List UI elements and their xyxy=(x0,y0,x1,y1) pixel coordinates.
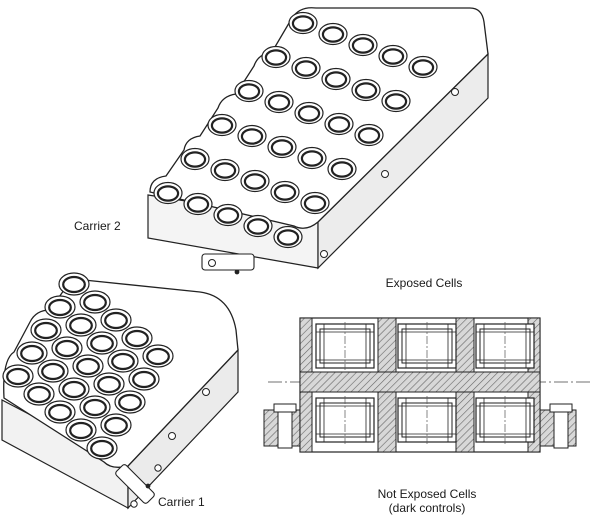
carrier-2-mount-bracket xyxy=(201,253,255,271)
carrier-1-screw xyxy=(202,388,210,396)
cross-section-drawing xyxy=(263,317,592,453)
well xyxy=(273,225,303,249)
well xyxy=(321,67,351,91)
well xyxy=(51,336,83,360)
not-exposed-cells-label: Not Exposed Cells xyxy=(377,487,477,501)
well xyxy=(297,146,327,170)
carrier-2-screw xyxy=(320,250,328,258)
well xyxy=(107,349,139,373)
well xyxy=(324,112,354,136)
dark-control-cell xyxy=(475,396,535,444)
well xyxy=(100,413,132,437)
well xyxy=(261,45,291,69)
well xyxy=(267,135,297,159)
dark-control-cell xyxy=(315,396,375,444)
exposed-cells-label: Exposed Cells xyxy=(385,276,463,290)
right-bolt-head xyxy=(549,403,573,413)
well xyxy=(86,436,118,460)
well xyxy=(288,11,318,35)
well xyxy=(300,191,330,215)
well xyxy=(128,367,160,391)
well xyxy=(79,395,111,419)
well xyxy=(30,318,62,342)
well xyxy=(65,313,97,337)
well xyxy=(100,308,132,332)
well xyxy=(207,113,237,137)
carrier-1-screw xyxy=(154,464,162,472)
well xyxy=(2,364,34,388)
well xyxy=(243,214,273,238)
carrier-1-block xyxy=(1,272,239,510)
well xyxy=(348,33,378,57)
well xyxy=(93,372,125,396)
carrier-1-screw xyxy=(168,432,176,440)
carrier-1-mount-bracket xyxy=(115,464,155,504)
well xyxy=(183,192,213,216)
well xyxy=(210,158,240,182)
well xyxy=(37,359,69,383)
well xyxy=(240,169,270,193)
dark-controls-label: (dark controls) xyxy=(388,501,466,515)
well xyxy=(58,377,90,401)
well xyxy=(121,326,153,350)
carrier-2-screw xyxy=(381,170,389,178)
exposed-cell xyxy=(475,322,535,370)
exposed-cell xyxy=(315,322,375,370)
well xyxy=(114,390,146,414)
well xyxy=(23,382,55,406)
well xyxy=(58,272,90,296)
well xyxy=(378,44,408,68)
well xyxy=(79,290,111,314)
well xyxy=(180,147,210,171)
well xyxy=(381,89,411,113)
well xyxy=(318,22,348,46)
carrier-2-pin xyxy=(234,269,240,275)
carrier-2-block xyxy=(147,7,489,275)
well xyxy=(291,56,321,80)
well xyxy=(294,101,324,125)
well xyxy=(72,354,104,378)
well xyxy=(213,203,243,227)
carrier-1-label: Carrier 1 xyxy=(158,495,205,509)
well xyxy=(354,123,384,147)
well xyxy=(264,90,294,114)
well xyxy=(16,341,48,365)
carrier-2-label: Carrier 2 xyxy=(74,219,121,233)
well xyxy=(142,344,174,368)
well xyxy=(270,180,300,204)
middle-plate xyxy=(299,371,541,393)
left-bolt-head xyxy=(273,403,297,413)
well xyxy=(234,79,264,103)
well xyxy=(351,78,381,102)
well xyxy=(408,55,438,79)
well xyxy=(86,331,118,355)
well xyxy=(237,124,267,148)
exposed-cell xyxy=(397,322,457,370)
dark-control-cell xyxy=(397,396,457,444)
carrier-2-screw xyxy=(451,88,459,96)
carrier-1-screw xyxy=(130,500,138,508)
well xyxy=(44,295,76,319)
well xyxy=(65,418,97,442)
well xyxy=(153,181,183,205)
carrier-1-pin xyxy=(145,483,151,489)
carrier-2-screw xyxy=(208,259,216,267)
well xyxy=(44,400,76,424)
well xyxy=(327,157,357,181)
